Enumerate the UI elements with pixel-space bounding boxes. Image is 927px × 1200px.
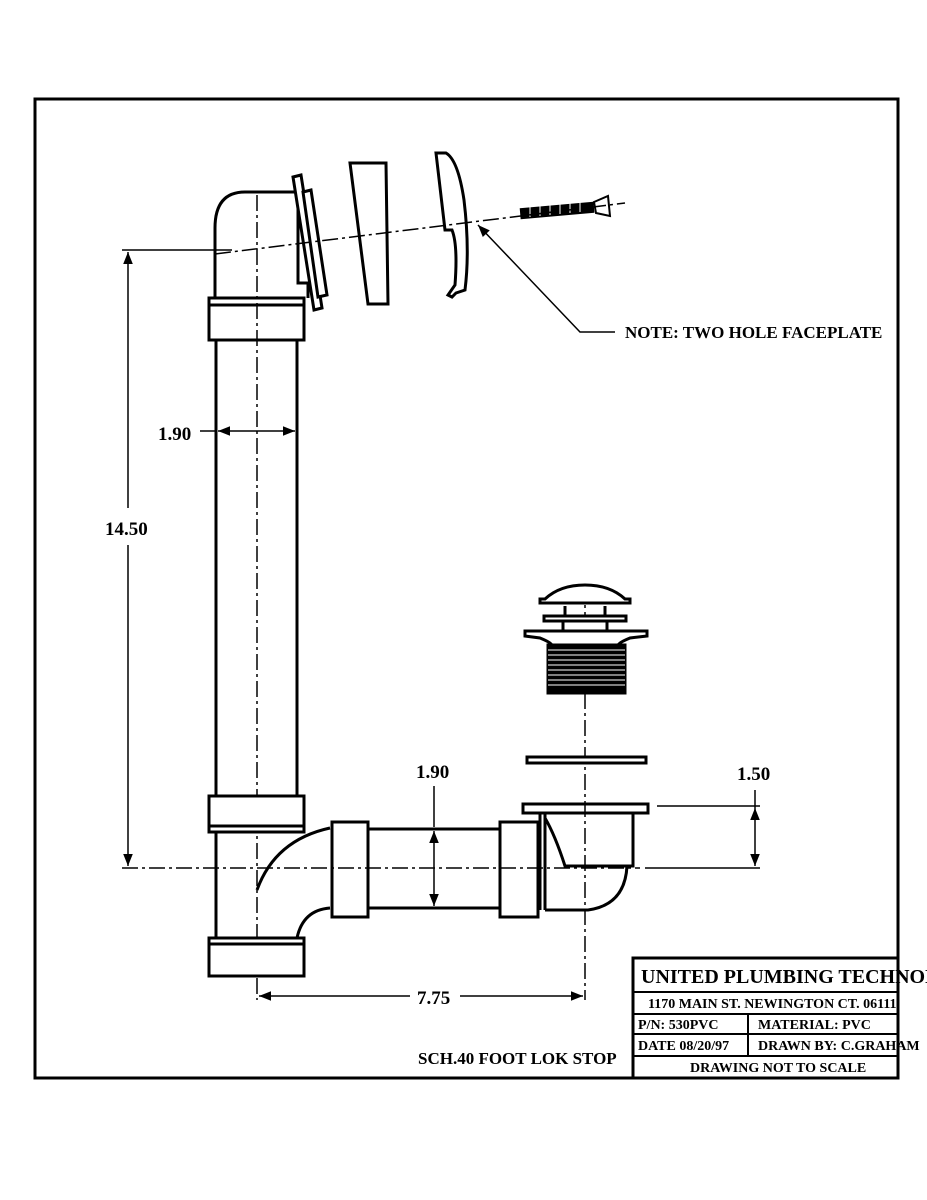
drawing-border <box>33 97 900 1080</box>
dimension-label-1-90-overflow: 1.90 <box>158 424 191 445</box>
title-block-date: DATE 08/20/97 <box>638 1039 729 1054</box>
dimension-label-14-50: 14.50 <box>105 519 148 540</box>
faceplate-screw <box>519 194 612 220</box>
dimension-label-1-90-drain: 1.90 <box>416 762 449 783</box>
drawing-title: SCH.40 FOOT LOK STOP <box>418 1049 617 1068</box>
tee-fitting <box>207 794 331 978</box>
title-block-scale-note: DRAWING NOT TO SCALE <box>690 1061 866 1076</box>
title-block <box>631 956 900 1080</box>
dimension-1-50 <box>645 790 760 869</box>
note-text: NOTE: TWO HOLE FACEPLATE <box>625 323 882 342</box>
drain-stopper <box>523 583 649 695</box>
dimension-14-50 <box>122 249 232 866</box>
note-leader <box>477 224 615 333</box>
overflow-gasket <box>348 161 390 306</box>
overflow-centerline <box>214 202 626 255</box>
stopper-threads <box>548 649 625 686</box>
title-block-company: UNITED PLUMBING TECHNOLOGIES <box>641 966 927 988</box>
title-block-part-number: P/N: 530PVC <box>638 1018 719 1033</box>
dimension-label-1-50: 1.50 <box>737 764 770 785</box>
dimension-label-7-75: 7.75 <box>417 988 450 1009</box>
title-block-address: 1170 MAIN ST. NEWINGTON CT. 06111 <box>648 997 897 1012</box>
drain-gasket <box>525 755 648 765</box>
overflow-elbow <box>213 190 310 298</box>
drain-pipe <box>330 820 540 919</box>
title-block-material: MATERIAL: PVC <box>758 1018 871 1033</box>
title-block-drawn-by: DRAWN BY: C.GRAHAM <box>758 1039 920 1054</box>
